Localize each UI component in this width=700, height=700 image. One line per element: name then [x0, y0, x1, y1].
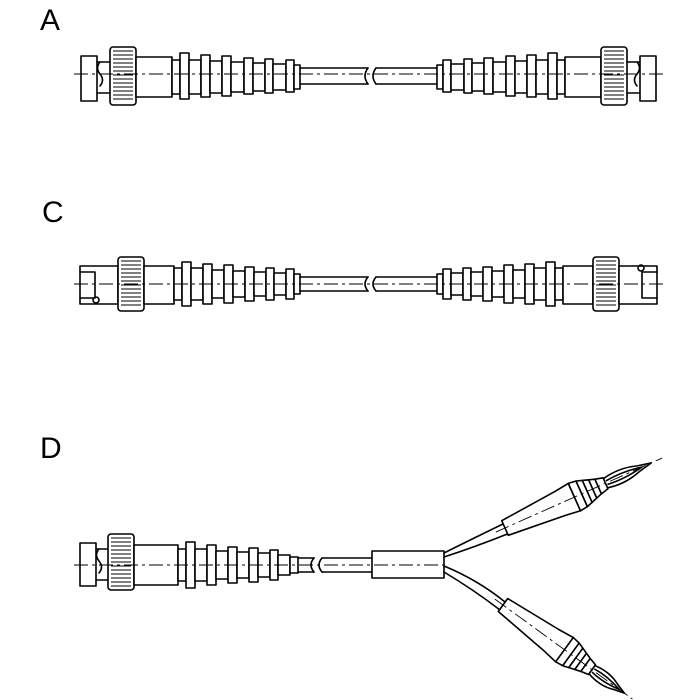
cable-d-left-bnc-plug — [79, 533, 179, 591]
cable-d-splitter-sleeve — [371, 550, 445, 579]
label-a: A — [40, 4, 60, 37]
cable-c — [74, 256, 664, 312]
cable-a-left-strain-relief — [171, 52, 301, 100]
label-c: C — [42, 196, 64, 229]
cable-a-left-bnc-plug — [80, 46, 173, 106]
cable-a — [74, 46, 664, 106]
cable-d-lower-branch-wire — [443, 565, 506, 603]
cable-d-upper-banana-plug — [495, 457, 663, 537]
cable-a-wire — [299, 67, 438, 85]
cable-a-right-bnc-plug — [564, 46, 657, 106]
cable-d — [74, 457, 663, 700]
cable-d-upper-branch-wire — [443, 522, 506, 554]
cable-c-wire — [299, 276, 438, 292]
label-d: D — [40, 432, 62, 465]
cable-a-right-strain-relief — [436, 52, 566, 100]
cable-d-lower-banana-plug — [494, 597, 633, 700]
